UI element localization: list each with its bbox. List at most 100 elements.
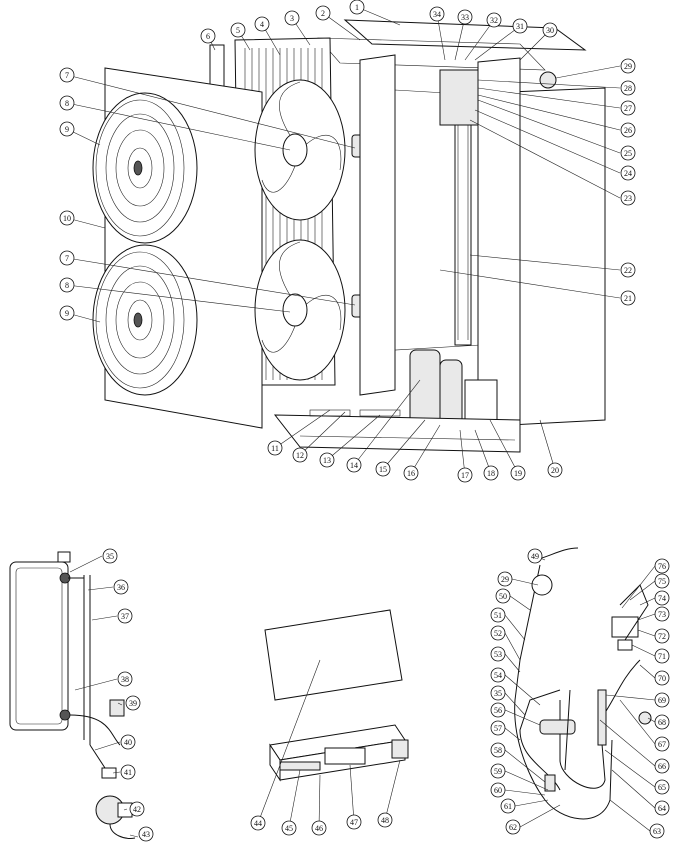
callout-19: 19 xyxy=(510,465,526,481)
callout-35b: 35 xyxy=(490,685,506,701)
callout-45: 45 xyxy=(281,820,297,836)
svg-text:1: 1 xyxy=(355,3,359,12)
callout-14: 14 xyxy=(346,457,362,473)
svg-text:13: 13 xyxy=(323,456,331,465)
svg-text:27: 27 xyxy=(624,104,632,113)
svg-text:2: 2 xyxy=(321,9,325,18)
svg-text:40: 40 xyxy=(124,738,132,747)
pipe-coupling xyxy=(101,767,117,779)
svg-text:54: 54 xyxy=(494,671,502,680)
callout-16: 16 xyxy=(403,465,419,481)
callout-71: 71 xyxy=(654,648,670,664)
svg-text:46: 46 xyxy=(315,824,323,833)
callout-42: 42 xyxy=(129,801,145,817)
svg-text:56: 56 xyxy=(494,706,502,715)
svg-text:38: 38 xyxy=(121,675,129,684)
pressure-gauge xyxy=(539,71,557,89)
svg-text:39: 39 xyxy=(129,699,137,708)
four-way-valve xyxy=(539,719,576,735)
callout-69: 69 xyxy=(654,692,670,708)
svg-text:67: 67 xyxy=(658,740,666,749)
callout-3: 3 xyxy=(284,10,300,26)
svg-text:16: 16 xyxy=(407,469,415,478)
callout-34: 34 xyxy=(429,6,445,22)
transformer xyxy=(391,739,409,759)
callout-31: 31 xyxy=(512,18,528,34)
callout-74: 74 xyxy=(654,590,670,606)
svg-text:21: 21 xyxy=(624,294,632,303)
svg-text:62: 62 xyxy=(509,823,517,832)
callout-64: 64 xyxy=(654,800,670,816)
svg-text:66: 66 xyxy=(658,762,666,771)
lower-fan-grille xyxy=(92,244,198,396)
svg-text:41: 41 xyxy=(124,768,132,777)
callout-25: 25 xyxy=(620,145,636,161)
callout-7: 7 xyxy=(59,67,75,83)
callout-51: 51 xyxy=(490,607,506,623)
callout-35: 35 xyxy=(102,548,118,564)
svg-text:42: 42 xyxy=(133,805,141,814)
control-box-cover xyxy=(264,609,403,701)
callout-43: 43 xyxy=(138,826,154,842)
svg-text:30: 30 xyxy=(546,26,554,35)
svg-text:32: 32 xyxy=(490,16,498,25)
svg-text:68: 68 xyxy=(658,718,666,727)
expansion-valve-coil xyxy=(611,616,639,638)
svg-text:36: 36 xyxy=(117,583,125,592)
terminal-block xyxy=(279,761,321,771)
svg-text:73: 73 xyxy=(658,610,666,619)
callout-26: 26 xyxy=(620,122,636,138)
svg-text:69: 69 xyxy=(658,696,666,705)
callout-37: 37 xyxy=(117,608,133,624)
svg-text:59: 59 xyxy=(494,767,502,776)
callout-6: 6 xyxy=(200,28,216,44)
callout-46: 46 xyxy=(311,820,327,836)
svg-text:61: 61 xyxy=(504,802,512,811)
svg-text:12: 12 xyxy=(296,451,304,460)
svg-text:44: 44 xyxy=(254,819,262,828)
svg-text:35: 35 xyxy=(106,552,114,561)
callout-17: 17 xyxy=(457,467,473,483)
svg-text:26: 26 xyxy=(624,126,632,135)
callout-72: 72 xyxy=(654,628,670,644)
svg-text:9: 9 xyxy=(65,125,69,134)
callout-61: 61 xyxy=(500,798,516,814)
callouts-left: 35 36 37 38 39 40 41 42 43 xyxy=(102,548,154,842)
callout-39: 39 xyxy=(125,695,141,711)
flow-switch xyxy=(109,699,125,717)
svg-text:35: 35 xyxy=(494,689,502,698)
callout-5: 5 xyxy=(230,22,246,38)
callout-73: 73 xyxy=(654,606,670,622)
callout-9: 9 xyxy=(59,121,75,137)
callout-28: 28 xyxy=(620,80,636,96)
callout-54: 54 xyxy=(490,667,506,683)
callout-24: 24 xyxy=(620,165,636,181)
svg-text:8: 8 xyxy=(65,99,69,108)
svg-text:20: 20 xyxy=(551,466,559,475)
svg-text:28: 28 xyxy=(624,84,632,93)
callout-49: 49 xyxy=(527,548,543,564)
svg-text:52: 52 xyxy=(494,629,502,638)
control-box-assembly xyxy=(264,609,409,782)
svg-text:71: 71 xyxy=(658,652,666,661)
svg-text:58: 58 xyxy=(494,746,502,755)
right-side-panel xyxy=(509,87,606,426)
callout-63: 63 xyxy=(649,823,665,839)
svg-text:57: 57 xyxy=(494,724,502,733)
svg-text:34: 34 xyxy=(433,10,441,19)
callout-57: 57 xyxy=(490,720,506,736)
leader-lines xyxy=(66,6,656,838)
svg-text:19: 19 xyxy=(514,469,522,478)
callout-32: 32 xyxy=(486,12,502,28)
svg-text:7: 7 xyxy=(65,71,69,80)
refrigerant-piping-assembly xyxy=(514,547,652,820)
svg-text:31: 31 xyxy=(516,22,524,31)
callout-36: 36 xyxy=(113,579,129,595)
callouts-top: 1 2 3 4 5 6 7 8 9 10 7 8 9 11 12 13 14 1… xyxy=(59,0,636,483)
callout-10: 10 xyxy=(59,210,75,226)
callout-12: 12 xyxy=(292,447,308,463)
pressure-switch xyxy=(544,774,556,792)
svg-text:53: 53 xyxy=(494,650,502,659)
svg-text:43: 43 xyxy=(142,830,150,839)
plate-heat-exchanger xyxy=(9,561,69,731)
